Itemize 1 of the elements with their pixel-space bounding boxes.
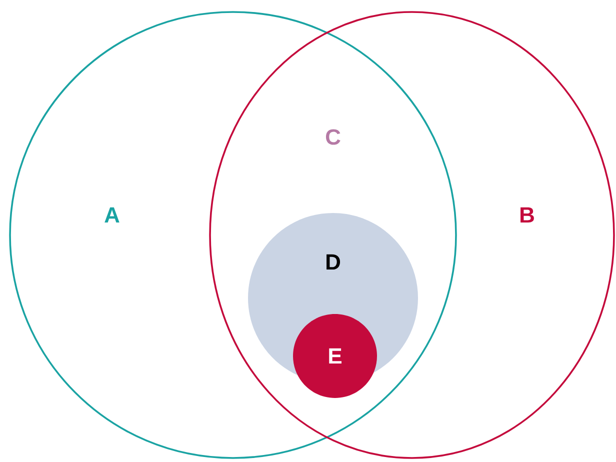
- region-label: C: [326, 129, 340, 145]
